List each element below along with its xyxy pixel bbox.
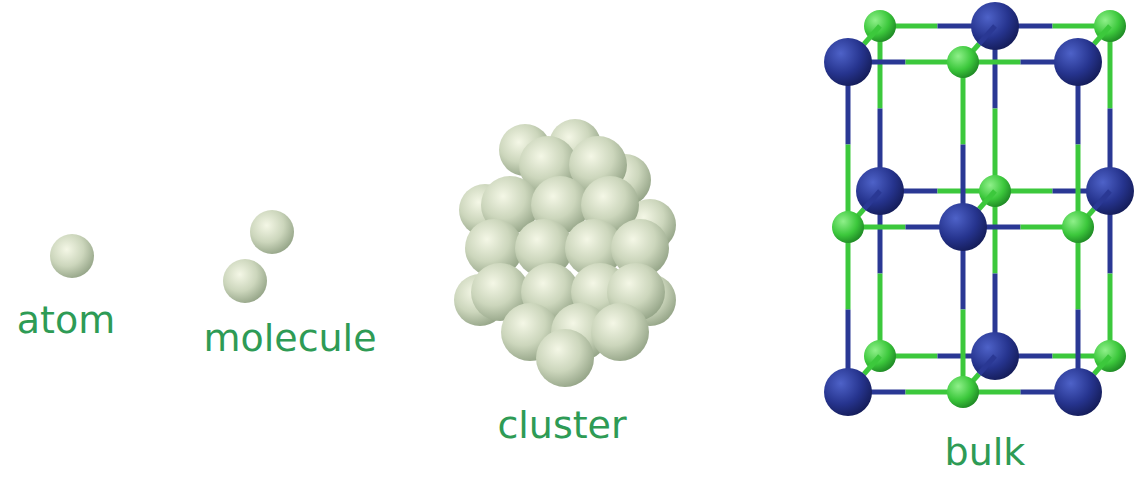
part-label: atom [17, 300, 115, 342]
lattice-bond [1094, 26, 1110, 44]
cluster-figure [454, 119, 676, 387]
lattice-bond [979, 191, 995, 209]
cluster-sphere [536, 329, 594, 387]
bulk-lattice [824, 2, 1134, 416]
cation-sphere [947, 376, 979, 408]
anion-sphere [856, 167, 904, 215]
part-label: bulk [945, 432, 1026, 474]
lattice-bond [864, 191, 880, 209]
atom-sphere [250, 210, 294, 254]
atom-figure [50, 234, 94, 278]
anion-sphere [971, 2, 1019, 50]
lattice-bond [864, 26, 880, 44]
anion-sphere [1054, 38, 1102, 86]
atom-sphere [50, 234, 94, 278]
molecule-figure [223, 210, 294, 303]
part-label: cluster [497, 405, 626, 447]
lattice-bond [979, 26, 995, 44]
lattice-bond [864, 356, 880, 374]
cation-sphere [947, 46, 979, 78]
cation-sphere [1062, 211, 1094, 243]
cluster-sphere [591, 303, 649, 361]
anion-sphere [939, 203, 987, 251]
lattice-bond [979, 356, 995, 374]
atom-sphere [223, 259, 267, 303]
anion-sphere [824, 368, 872, 416]
anion-sphere [1086, 167, 1134, 215]
anion-sphere [824, 38, 872, 86]
anion-sphere [1054, 368, 1102, 416]
cation-sphere [832, 211, 864, 243]
anion-sphere [971, 332, 1019, 380]
lattice-bond [1094, 191, 1110, 209]
lattice-bond [1094, 356, 1110, 374]
part-label: molecule [203, 318, 376, 360]
